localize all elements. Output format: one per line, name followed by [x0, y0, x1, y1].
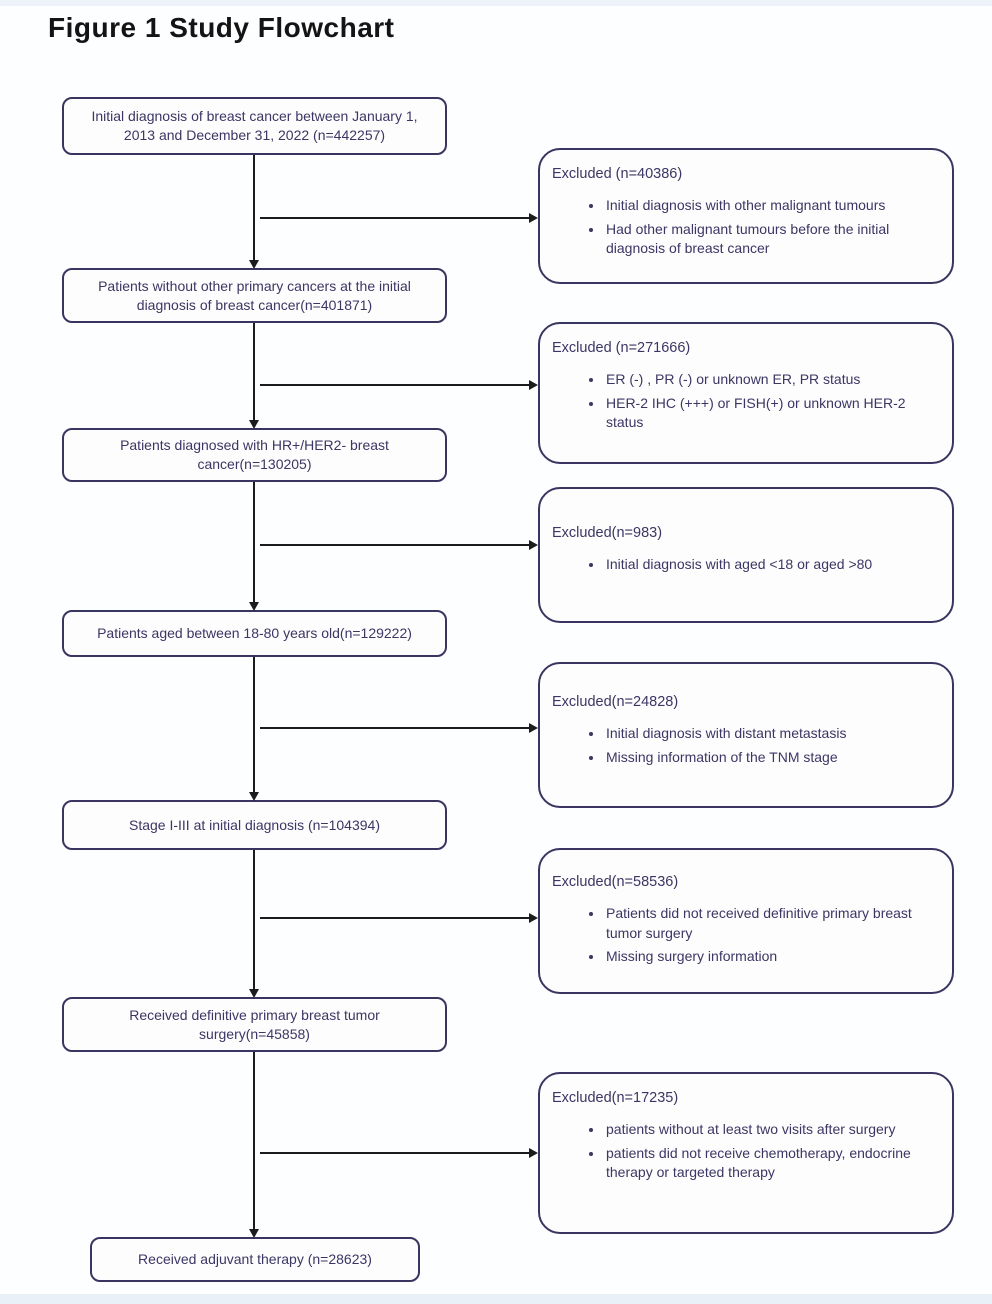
arrowhead-down-icon — [249, 260, 259, 269]
flow-step-label: Initial diagnosis of breast cancer betwe… — [91, 108, 418, 143]
exclusion-label: Excluded(n=983) — [552, 525, 663, 541]
arrow-right-icon — [260, 1148, 538, 1158]
arrowhead-down-icon — [249, 792, 259, 801]
exclusion-bullet: Initial diagnosis with other malignant t… — [604, 196, 936, 216]
exclusion-bullet: HER-2 IHC (+++) or FISH(+) or unknown HE… — [604, 394, 936, 433]
exclusion-bullet-list: Initial diagnosis with other malignant t… — [552, 196, 936, 259]
flow-step-adjuvant-therapy: Received adjuvant therapy (n=28623) — [90, 1237, 420, 1282]
arrow-down-icon — [249, 482, 259, 611]
exclusion-label: Excluded(n=58536) — [552, 874, 679, 890]
exclusion-label: Excluded(n=24828) — [552, 694, 679, 710]
arrow-down-icon — [249, 323, 259, 429]
exclusion-label: Excluded (n=271666) — [552, 340, 691, 356]
flow-step-label: Patients aged between 18-80 years old(n=… — [97, 625, 412, 642]
arrowhead-right-icon — [529, 1148, 538, 1158]
exclusion-bullet: Patients did not received definitive pri… — [604, 904, 936, 943]
flow-step-no-other-primary-cancers: Patients without other primary cancers a… — [62, 268, 447, 323]
arrowhead-right-icon — [529, 380, 538, 390]
arrowhead-right-icon — [529, 913, 538, 923]
arrowhead-right-icon — [529, 213, 538, 223]
arrowhead-right-icon — [529, 723, 538, 733]
exclusion-box-5: Excluded(n=58536) Patients did not recei… — [538, 848, 954, 994]
flow-step-label: Patients diagnosed with HR+/HER2- breast… — [120, 437, 389, 472]
flow-step-label: Received definitive primary breast tumor… — [129, 1006, 380, 1042]
page-edge-top — [0, 0, 992, 6]
exclusion-box-6: Excluded(n=17235) patients without at le… — [538, 1072, 954, 1234]
exclusion-bullet-list: ER (-) , PR (-) or unknown ER, PR status… — [552, 370, 936, 433]
exclusion-label: Excluded (n=40386) — [552, 166, 683, 182]
flow-step-label: Stage I-III at initial diagnosis (n=1043… — [129, 816, 380, 833]
arrowhead-down-icon — [249, 989, 259, 998]
exclusion-box-2: Excluded (n=271666) ER (-) , PR (-) or u… — [538, 322, 954, 464]
exclusion-label: Excluded(n=17235) — [552, 1090, 679, 1106]
arrowhead-down-icon — [249, 602, 259, 611]
exclusion-bullet-list: Patients did not received definitive pri… — [552, 904, 936, 967]
exclusion-box-3: Excluded(n=983) Initial diagnosis with a… — [538, 487, 954, 623]
flow-step-label: Received adjuvant therapy (n=28623) — [138, 1251, 372, 1268]
exclusion-bullet: Initial diagnosis with aged <18 or aged … — [604, 555, 936, 575]
exclusion-box-1: Excluded (n=40386) Initial diagnosis wit… — [538, 148, 954, 284]
arrow-down-icon — [249, 657, 259, 801]
flow-step-initial-diagnosis: Initial diagnosis of breast cancer betwe… — [62, 97, 447, 155]
arrow-down-icon — [249, 850, 259, 998]
arrow-right-icon — [260, 540, 538, 550]
page-edge-bottom — [0, 1294, 992, 1304]
arrow-right-icon — [260, 213, 538, 223]
exclusion-bullet-list: patients without at least two visits aft… — [552, 1120, 936, 1183]
arrow-right-icon — [260, 723, 538, 733]
flow-step-hr-her2-diagnosis: Patients diagnosed with HR+/HER2- breast… — [62, 428, 447, 482]
exclusion-box-4: Excluded(n=24828) Initial diagnosis with… — [538, 662, 954, 808]
arrow-right-icon — [260, 913, 538, 923]
arrowhead-down-icon — [249, 1229, 259, 1238]
exclusion-bullet-list: Initial diagnosis with aged <18 or aged … — [552, 555, 936, 575]
arrow-down-icon — [249, 1052, 259, 1238]
arrow-right-icon — [260, 380, 538, 390]
exclusion-bullet: ER (-) , PR (-) or unknown ER, PR status — [604, 370, 936, 390]
flow-step-definitive-surgery: Received definitive primary breast tumor… — [62, 997, 447, 1052]
arrow-down-icon — [249, 155, 259, 269]
arrowhead-right-icon — [529, 540, 538, 550]
flow-step-label: Patients without other primary cancers a… — [98, 277, 411, 313]
figure-title: Figure 1 Study Flowchart — [48, 12, 395, 43]
arrowhead-down-icon — [249, 420, 259, 429]
flow-step-age-18-80: Patients aged between 18-80 years old(n=… — [62, 610, 447, 657]
exclusion-bullet: patients without at least two visits aft… — [604, 1120, 936, 1140]
exclusion-bullet: patients did not receive chemotherapy, e… — [604, 1144, 936, 1183]
exclusion-bullet: Missing information of the TNM stage — [604, 748, 936, 768]
exclusion-bullet-list: Initial diagnosis with distant metastasi… — [552, 724, 936, 767]
exclusion-bullet: Had other malignant tumours before the i… — [604, 220, 936, 259]
exclusion-bullet: Initial diagnosis with distant metastasi… — [604, 724, 936, 744]
flow-step-stage-i-iii: Stage I-III at initial diagnosis (n=1043… — [62, 800, 447, 850]
exclusion-bullet: Missing surgery information — [604, 947, 936, 967]
